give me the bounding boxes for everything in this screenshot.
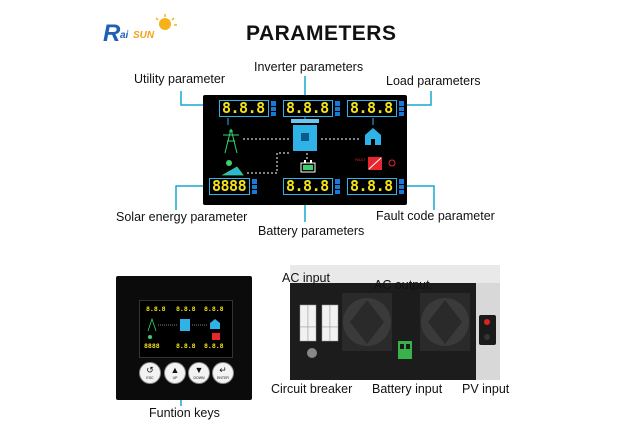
- house-icon: [365, 128, 381, 145]
- lcd-flow-diagram: FAULT: [221, 117, 396, 176]
- brand-logo: R ai SUN: [103, 14, 181, 46]
- fan-vent-right-icon: [420, 293, 470, 351]
- down-key-label: DOWN: [193, 376, 205, 380]
- mini-utility-value: 8.8.8: [146, 305, 166, 313]
- mini-fault-value: 8.8.8: [204, 342, 224, 350]
- mini-load-value: 8.8.8: [204, 305, 224, 313]
- return-icon: ↺: [146, 365, 154, 375]
- solar-panel-icon: [221, 160, 244, 176]
- load-parameters-label: Load parameters: [386, 74, 481, 88]
- mini-flow-diagram: [147, 317, 220, 340]
- page-title: PARAMETERS: [246, 22, 397, 45]
- battery-icon: [300, 160, 316, 173]
- solar-value: 8888: [209, 178, 258, 195]
- fan-vent-left-icon: [342, 293, 392, 351]
- ac-input-terminal: [299, 304, 317, 342]
- mini-lcd-display: 8.8.8 8.8.8 8.8.8 8888 8.8.8 8.8.8: [139, 300, 233, 358]
- fault-value: 8.8.8: [347, 178, 404, 195]
- inverter-bottom-view: [290, 265, 500, 380]
- mini-solar-value: 8888: [144, 342, 160, 350]
- ac-input-label: AC input: [282, 271, 330, 285]
- battery-terminal-icon: [398, 341, 412, 359]
- esc-key[interactable]: ↺ ESC: [139, 362, 161, 384]
- down-arrow-icon: ▼: [194, 365, 204, 375]
- enter-icon: ↵: [219, 365, 227, 375]
- utility-tower-icon: [223, 128, 239, 154]
- down-key[interactable]: ▼ DOWN: [188, 362, 210, 384]
- ac-output-label: AC output: [374, 278, 430, 292]
- pv-input-label: PV input: [462, 382, 510, 396]
- esc-key-label: ESC: [146, 376, 154, 380]
- svg-text:R: R: [103, 20, 121, 46]
- inverter-ports-diagram: [290, 265, 500, 380]
- solar-energy-parameter-label: Solar energy parameter: [116, 210, 248, 224]
- enter-key[interactable]: ↵ ENTER: [212, 362, 234, 384]
- up-key-label: UP: [172, 376, 178, 380]
- mini-inverter-value: 8.8.8: [176, 305, 196, 313]
- inverter-value: 8.8.8: [283, 100, 340, 117]
- load-value: 8.8.8: [347, 100, 404, 117]
- svg-text:FAULT: FAULT: [355, 158, 366, 162]
- control-panel: 8.8.8 8.8.8 8.8.8 8888 8.8.8 8.8.8 ↺ ESC…: [116, 276, 252, 400]
- fault-indicator-icon: FAULT: [355, 157, 396, 170]
- utility-value: 8.8.8: [219, 100, 276, 117]
- battery-input-label: Battery input: [372, 382, 443, 396]
- mini-battery-value: 8.8.8: [176, 342, 196, 350]
- battery-parameters-label: Battery parameters: [258, 224, 365, 238]
- svg-text:ai: ai: [120, 30, 129, 41]
- utility-parameter-label: Utility parameter: [134, 72, 225, 86]
- ac-output-terminal: [321, 304, 339, 342]
- inverter-parameters-label: Inverter parameters: [254, 60, 364, 74]
- circuit-breaker-label: Circuit breaker: [271, 382, 353, 396]
- up-key[interactable]: ▲ UP: [164, 362, 186, 384]
- fault-code-parameter-label: Fault code parameter: [376, 209, 495, 223]
- battery-value: 8.8.8: [283, 178, 340, 195]
- function-keys-label: Funtion keys: [149, 406, 220, 420]
- pv-input-terminal: [479, 315, 496, 345]
- circuit-breaker-icon: [307, 348, 317, 358]
- lcd-display: 8.8.8 8.8.8 8.8.8 8888 8.8.8 8.8.8: [203, 95, 407, 205]
- enter-key-label: ENTER: [217, 376, 229, 380]
- svg-text:SUN: SUN: [133, 30, 155, 41]
- up-arrow-icon: ▲: [170, 365, 180, 375]
